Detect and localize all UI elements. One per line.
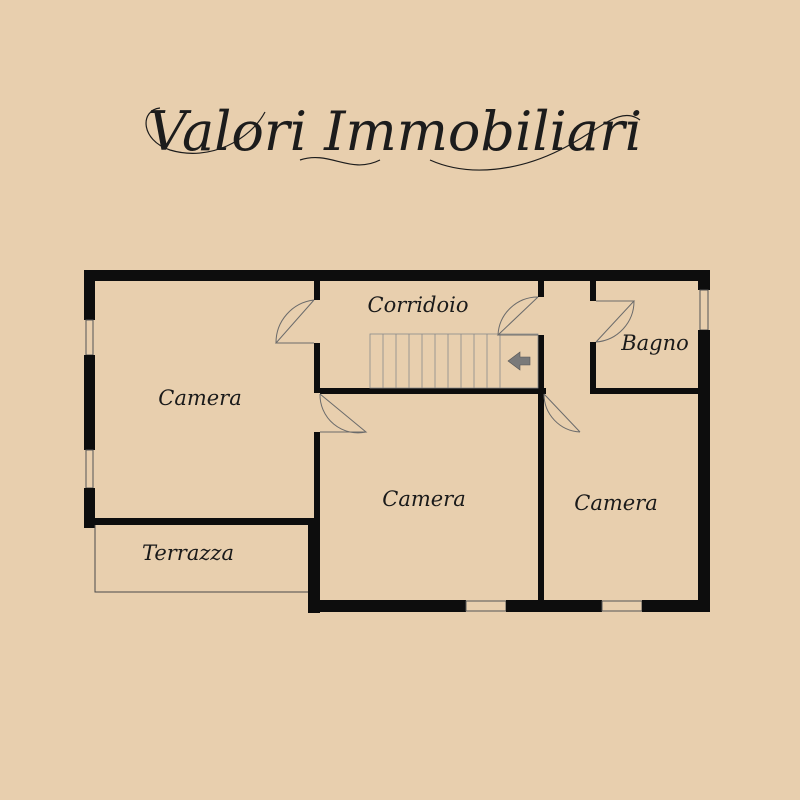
window-left-2 [85, 449, 94, 489]
label-bagno: Bagno [620, 331, 689, 355]
wall-left-mid [84, 355, 95, 450]
wall-right-lower [698, 330, 710, 612]
window-bottom-center [465, 600, 507, 612]
arrow-left-icon [507, 351, 531, 371]
label-camera-left: Camera [158, 386, 242, 410]
wall-bottom-right [642, 600, 710, 612]
label-camera-right: Camera [574, 491, 658, 515]
door-stair-landing [496, 296, 539, 336]
logo-swash-left [145, 107, 381, 166]
window-left-1 [85, 319, 94, 356]
wall-bottom-center [308, 600, 466, 612]
door-left-room [274, 299, 315, 344]
wall-corridor-bottom [366, 388, 546, 394]
label-corridoio: Corridoio [368, 293, 469, 317]
label-camera-center: Camera [382, 487, 466, 511]
logo-swash-right [429, 114, 641, 171]
wall-center-left [308, 525, 320, 613]
logo-text: Valori Immobiliari [148, 100, 642, 163]
wall-center-right-mid [538, 335, 544, 395]
wall-left-lower [84, 488, 95, 528]
wall-top [84, 270, 710, 281]
door-bathroom [595, 300, 636, 343]
window-right [699, 289, 709, 331]
terrace-outline [94, 525, 312, 593]
wall-left-center-upper [314, 270, 320, 300]
wall-left-center-mid [314, 343, 320, 393]
wall-bottom-mid [506, 600, 602, 612]
stair-outline [369, 333, 539, 389]
door-right-room [543, 393, 581, 433]
wall-left-center-lower [314, 432, 320, 525]
label-terrazza: Terrazza [142, 541, 234, 565]
wall-center-right-upper [538, 281, 544, 297]
wall-right-upper [698, 270, 710, 290]
wall-bath-bottom [590, 388, 698, 394]
door-center-room [319, 393, 368, 434]
wall-bath-left-lower [590, 342, 596, 394]
window-bottom-right [601, 600, 643, 612]
wall-left-upper [84, 270, 95, 320]
wall-left-room-bottom [84, 518, 320, 525]
staircase [369, 333, 539, 389]
wall-corridor-bottom-left [320, 388, 370, 394]
wall-bath-left-upper [590, 281, 596, 301]
plan: Camera Corridoio Bagno Camera Camera Ter… [84, 270, 710, 613]
wall-center-right-lower [538, 394, 544, 604]
brand-logo: Valori Immobiliari [145, 100, 642, 171]
